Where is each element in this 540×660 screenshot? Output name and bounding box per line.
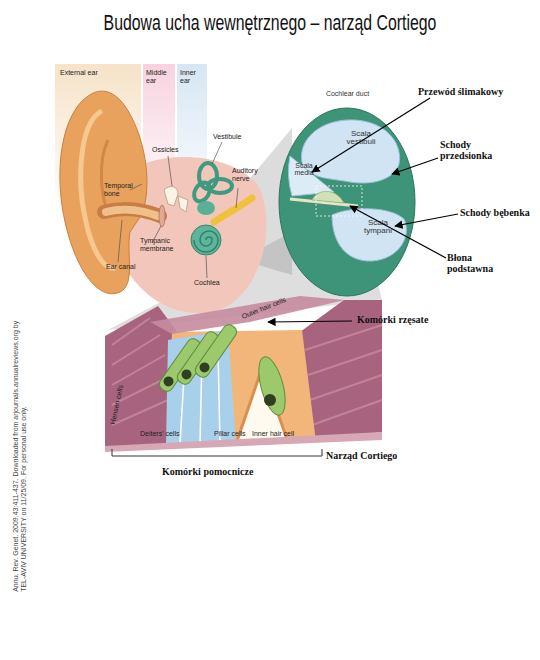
organ-of-corti xyxy=(112,318,168,425)
semicircular-canals xyxy=(191,163,232,215)
leader-line xyxy=(118,220,122,262)
cochlea-cross-section-shape xyxy=(279,108,415,296)
ossicles xyxy=(164,187,188,212)
auditory-nerve xyxy=(214,198,252,222)
part-label: Ossicles xyxy=(152,146,192,154)
semicircular-canals xyxy=(191,180,213,204)
callout-label: Komórki rzęsate xyxy=(357,314,467,325)
part-label: Auditory nerve xyxy=(232,167,268,183)
cochlea-spiral xyxy=(191,225,221,255)
auditory-nerve xyxy=(214,198,252,222)
callout-label: Schody bębenka xyxy=(460,207,540,218)
part-label: Tympanic membrane xyxy=(140,237,188,253)
cochlea-spiral xyxy=(191,225,221,255)
part-label: Pillar cells xyxy=(214,430,254,438)
callout-label: Narząd Cortiego xyxy=(326,450,436,461)
part-label: Deiters' cells xyxy=(140,430,186,438)
part-label: Scala vestibuli xyxy=(339,130,383,147)
organ-of-corti xyxy=(193,322,239,379)
scala-region: Scala tympani xyxy=(328,205,410,265)
ear-canal xyxy=(104,209,160,216)
scala-region-shape xyxy=(332,209,406,261)
callout-arrow xyxy=(268,98,458,322)
leader-line xyxy=(206,256,207,278)
part-label: Ear canal xyxy=(106,263,146,271)
organ-of-corti xyxy=(193,322,239,379)
organ-of-corti xyxy=(254,354,291,418)
part-label: Cochlear duct xyxy=(300,90,395,97)
callout-label: Błona podstawna xyxy=(447,252,507,274)
ear-canal xyxy=(106,210,158,216)
scala-region-shape xyxy=(288,156,334,196)
cochlea-cross-section: Cochlear ductScala vestibuliScala mediaS… xyxy=(270,90,425,302)
tympanic-membrane xyxy=(159,205,165,227)
ossicles xyxy=(178,196,188,212)
organ-of-corti xyxy=(264,394,276,406)
region-label: Inner ear xyxy=(180,69,206,85)
part-label: Cochlea xyxy=(194,279,234,287)
callout-label: Komórki pomocnicze xyxy=(162,466,292,477)
scala-region: Scala media xyxy=(286,150,338,200)
organ-of-corti xyxy=(305,325,382,425)
region-label: Middle ear xyxy=(146,69,174,85)
leader-line xyxy=(118,142,238,278)
semicircular-canals xyxy=(197,201,215,215)
leader-line xyxy=(168,156,172,186)
callout-label: Schody przedsionka xyxy=(440,139,506,161)
leader-line xyxy=(236,188,238,208)
part-label: Vestibule xyxy=(213,133,253,141)
outer-ear xyxy=(60,91,147,294)
ear-canal xyxy=(104,209,160,216)
leader-line xyxy=(212,142,222,164)
watermark: Annu. Rev. Genet. 2009.43:411-437. Downl… xyxy=(12,316,28,592)
outer-ear xyxy=(60,91,147,294)
region-label: External ear xyxy=(60,69,120,77)
organ-of-corti xyxy=(180,367,194,381)
part-label: Temporal bone xyxy=(104,182,138,198)
part-label: Inner hair cell xyxy=(252,430,302,438)
bracket xyxy=(112,449,322,456)
page-title: Budowa ucha wewnętrznego – narząd Cortie… xyxy=(76,10,465,36)
organ-of-corti xyxy=(198,360,212,374)
tympanic-membrane xyxy=(159,205,165,227)
callout-arrow xyxy=(268,321,352,322)
part-label: Scala media xyxy=(289,162,319,177)
scala-region-shape xyxy=(302,120,400,183)
ossicles xyxy=(164,187,178,206)
bracket xyxy=(112,449,322,456)
callout-label: Przewód ślimakowy xyxy=(418,86,536,97)
outer-ear xyxy=(101,140,110,214)
organ-of-corti xyxy=(162,374,176,388)
cochlea-spiral xyxy=(194,231,218,252)
part-label: Scala tympani xyxy=(356,219,400,236)
